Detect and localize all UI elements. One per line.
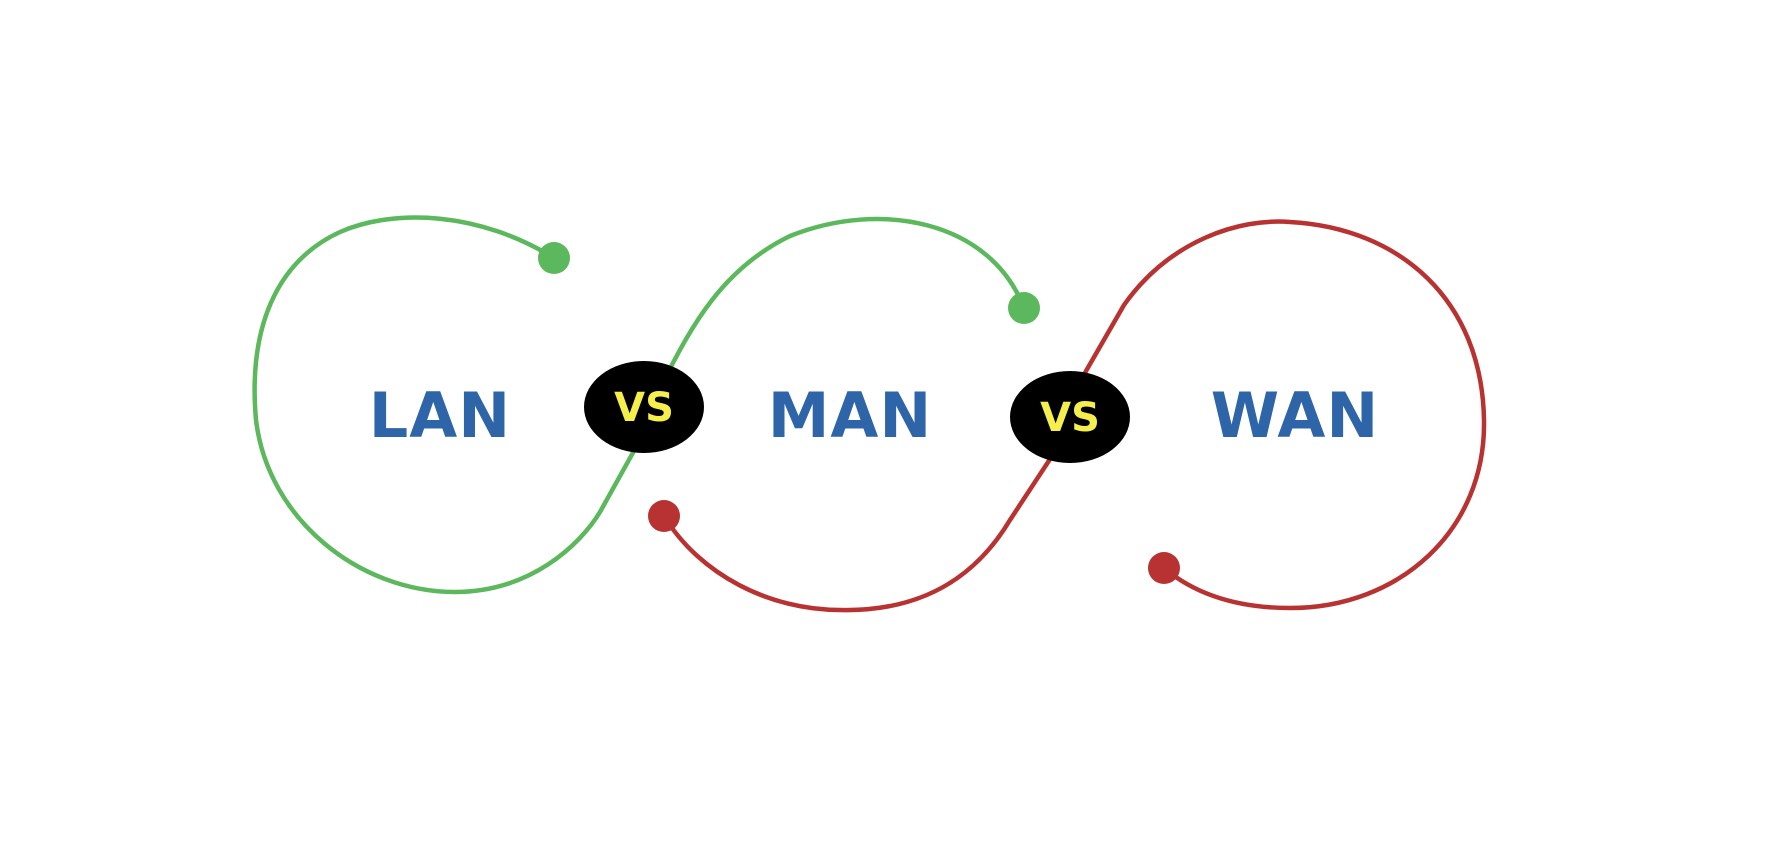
lan-green-curve (252, 215, 643, 595)
wan-label: WAN (1211, 379, 1379, 452)
lan-green-dot (538, 242, 570, 274)
man-green-dot (1008, 292, 1040, 324)
man-label: MAN (768, 379, 933, 452)
lan-label: LAN (369, 379, 511, 452)
wan-red-curve (1079, 219, 1487, 611)
man-red-dot (648, 500, 680, 532)
man-green-curve (661, 216, 1027, 383)
vs-badge-2: VS (1010, 371, 1130, 463)
wan-red-dot (1148, 552, 1180, 584)
vs-badge-1-shape (584, 361, 704, 453)
vs-badge-2-shape (1010, 371, 1130, 463)
vs-badge-2-label: VS (1040, 395, 1100, 441)
vs-badge-1-label: VS (614, 385, 674, 431)
vs-badge-1: VS (584, 361, 704, 453)
man-red-curve (661, 447, 1059, 613)
